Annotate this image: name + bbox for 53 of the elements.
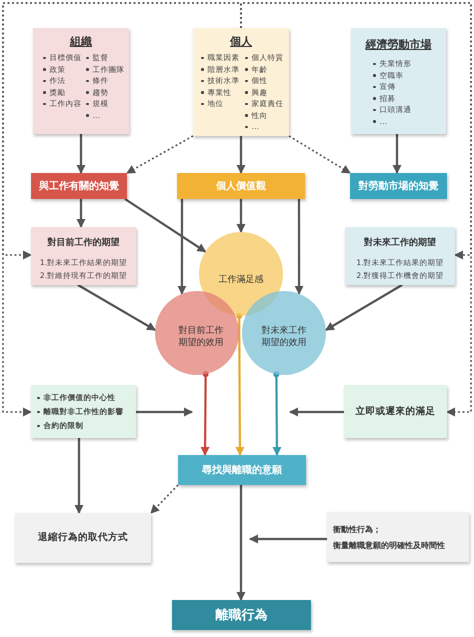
box-label: 與工作有關的知覺: [38, 180, 120, 193]
box-label: 對勞動市場的知覺: [358, 179, 440, 193]
dotted-arrow: [126, 135, 194, 174]
dotted-arrow: [150, 484, 179, 514]
card-heading: 經濟勞動市場: [364, 37, 432, 52]
circle-label: 工作滿足感: [218, 274, 264, 286]
arrow: [392, 134, 402, 174]
arrow: [294, 199, 304, 295]
circle-label: 對目前工作期望的效用: [178, 325, 224, 349]
factor-card: [31, 385, 136, 438]
arrow: [236, 199, 246, 233]
note-text: 衝動性行為；: [333, 524, 382, 536]
box-label: 立即或遲來的滿足: [354, 404, 436, 418]
arrow: [272, 371, 282, 456]
concept-bar: [177, 173, 305, 199]
card-heading: 個人: [228, 34, 253, 49]
expectation-card: [31, 227, 136, 285]
dotted-arrow: [2, 2, 242, 416]
arrow: [74, 438, 84, 514]
arrow: [136, 408, 193, 416]
factor-card: [351, 28, 446, 134]
arrow: [77, 284, 156, 331]
arrow: [249, 534, 327, 544]
concept-bar: [172, 600, 311, 630]
arrow: [124, 198, 206, 253]
arrow: [200, 371, 210, 456]
arrow: [325, 284, 403, 331]
note-box: [15, 513, 151, 563]
note-box: [344, 385, 447, 438]
card-heading: 對未來工作的期望: [363, 236, 437, 249]
card-heading: 對目前工作的期望: [46, 236, 120, 249]
concept-bar: [350, 173, 447, 199]
arrow: [76, 134, 86, 174]
box-label: 退縮行為的取代方式: [37, 530, 129, 545]
concept-bar: [178, 455, 306, 485]
concept-bar: [31, 173, 127, 199]
factor-card: [193, 28, 289, 136]
circle-label: 對未來工作期望的效用: [260, 325, 308, 349]
arrow: [177, 199, 186, 295]
note-text: 衡量離職意願的明確性及時間性: [333, 540, 445, 552]
card-heading: 組織: [68, 34, 93, 49]
arrow: [236, 136, 246, 174]
box-label: 離職行為: [214, 606, 268, 624]
dotted-arrow: [288, 135, 351, 174]
box-label: 尋找與離職的意願: [201, 464, 283, 477]
arrow: [236, 485, 246, 601]
dotted-arrow: [240, 2, 472, 416]
factor-card: [33, 28, 129, 134]
note-box: [327, 512, 469, 562]
expectation-card: [345, 227, 455, 285]
arrow: [76, 199, 86, 228]
box-label: 個人價值觀: [214, 180, 267, 193]
arrow: [289, 408, 344, 416]
